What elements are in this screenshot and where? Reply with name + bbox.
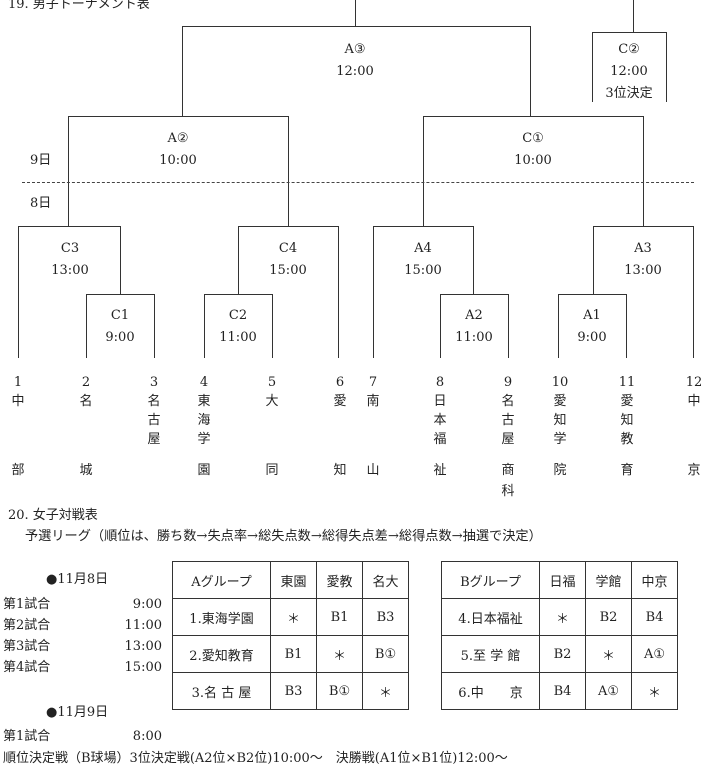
third-time: 12:00 bbox=[610, 64, 648, 79]
round1-4-time: 9:00 bbox=[577, 330, 607, 345]
team-10-bottom: 院 bbox=[553, 463, 567, 478]
day-8-label: 8日 bbox=[30, 196, 52, 211]
quarter-2-label: C4 bbox=[278, 241, 298, 256]
table-row: 6.中 京 B4 A① ＊ bbox=[441, 672, 678, 710]
day-divider bbox=[22, 182, 694, 183]
third-label: C② bbox=[618, 42, 640, 57]
team-5-bottom: 同 bbox=[265, 463, 279, 478]
quarter-3-time: 15:00 bbox=[404, 263, 442, 278]
table-row: 1.東海学園 ＊ B1 B3 bbox=[172, 598, 409, 636]
round1-2-label: C2 bbox=[228, 308, 248, 323]
team-8-bottom: 祉 bbox=[433, 463, 447, 478]
placement-footer: 順位決定戦（B球場）3位決定戦(A2位×B2位)10:00～ 決勝戦(A1位×B… bbox=[3, 751, 508, 766]
quarter-1-time: 13:00 bbox=[51, 263, 89, 278]
table-row: 2.愛知教育 B1 ＊ B① bbox=[172, 635, 409, 673]
game-1-time: 9:00 bbox=[132, 597, 162, 612]
day2-game-time: 8:00 bbox=[132, 729, 162, 744]
team-9-extra: 科 bbox=[501, 484, 515, 499]
team-4-bottom: 園 bbox=[197, 463, 211, 478]
semi-right-time: 10:00 bbox=[514, 153, 552, 168]
round1-4-label: A1 bbox=[583, 308, 601, 323]
group-b-table: Bグループ 日福 学館 中京 4.日本福祉 ＊ B2 B4 5.至 学 館 B2… bbox=[441, 561, 678, 710]
final-time: 12:00 bbox=[336, 64, 374, 79]
team-11-bottom: 育 bbox=[620, 463, 634, 478]
semi-left-time: 10:00 bbox=[159, 153, 197, 168]
schedule-day-2: ●11月9日 bbox=[46, 705, 109, 720]
semi-right-label: C① bbox=[522, 131, 544, 146]
table-row: 5.至 学 館 B2 ＊ A① bbox=[441, 635, 678, 673]
team-1-bottom: 部 bbox=[11, 463, 25, 478]
day2-game-label: 第1試合 bbox=[3, 729, 51, 744]
table-row: Bグループ 日福 学館 中京 bbox=[441, 561, 678, 599]
round1-2-time: 11:00 bbox=[219, 330, 257, 345]
game-1-label: 第1試合 bbox=[3, 597, 51, 612]
game-3-label: 第3試合 bbox=[3, 639, 51, 654]
semi-left-label: A② bbox=[167, 131, 189, 146]
table-row: Aグループ 東園 愛教 名大 bbox=[172, 561, 409, 599]
game-4-time: 15:00 bbox=[124, 660, 162, 675]
third-note: 3位決定 bbox=[605, 86, 653, 101]
table-row: 3.名 古 屋 B3 B① ＊ bbox=[172, 672, 409, 710]
round1-3-label: A2 bbox=[465, 308, 483, 323]
league-rule: 予選リーグ（順位は、勝ち数→失点率→総失点数→総得失点差→総得点数→抽選で決定） bbox=[25, 529, 542, 544]
team-6-bottom: 知 bbox=[333, 463, 347, 478]
team-7-bottom: 山 bbox=[366, 463, 380, 478]
schedule-day-1: ●11月8日 bbox=[46, 572, 109, 587]
team-2-bottom: 城 bbox=[79, 463, 93, 478]
round1-1-time: 9:00 bbox=[105, 330, 135, 345]
game-3-time: 13:00 bbox=[124, 639, 162, 654]
game-2-time: 11:00 bbox=[124, 618, 162, 633]
quarter-4-label: A3 bbox=[634, 241, 652, 256]
quarter-4-time: 13:00 bbox=[624, 263, 662, 278]
table-row: 4.日本福祉 ＊ B2 B4 bbox=[441, 598, 678, 636]
section-20-title: 20. 女子対戦表 bbox=[8, 508, 98, 523]
quarter-1-label: C3 bbox=[60, 241, 80, 256]
quarter-3-label: A4 bbox=[414, 241, 432, 256]
quarter-2-time: 15:00 bbox=[269, 263, 307, 278]
game-2-label: 第2試合 bbox=[3, 618, 51, 633]
game-4-label: 第4試合 bbox=[3, 660, 51, 675]
day-9-label: 9日 bbox=[30, 153, 52, 168]
team-9-bottom: 商 bbox=[501, 463, 515, 478]
round1-3-time: 11:00 bbox=[455, 330, 493, 345]
round1-1-label: C1 bbox=[110, 308, 130, 323]
final-label: A③ bbox=[344, 42, 366, 57]
team-12-bottom: 京 bbox=[687, 463, 701, 478]
group-a-table: Aグループ 東園 愛教 名大 1.東海学園 ＊ B1 B3 2.愛知教育 B1 … bbox=[172, 561, 409, 710]
section-19-title: 19. 男子トーナメント表 bbox=[8, 0, 150, 12]
